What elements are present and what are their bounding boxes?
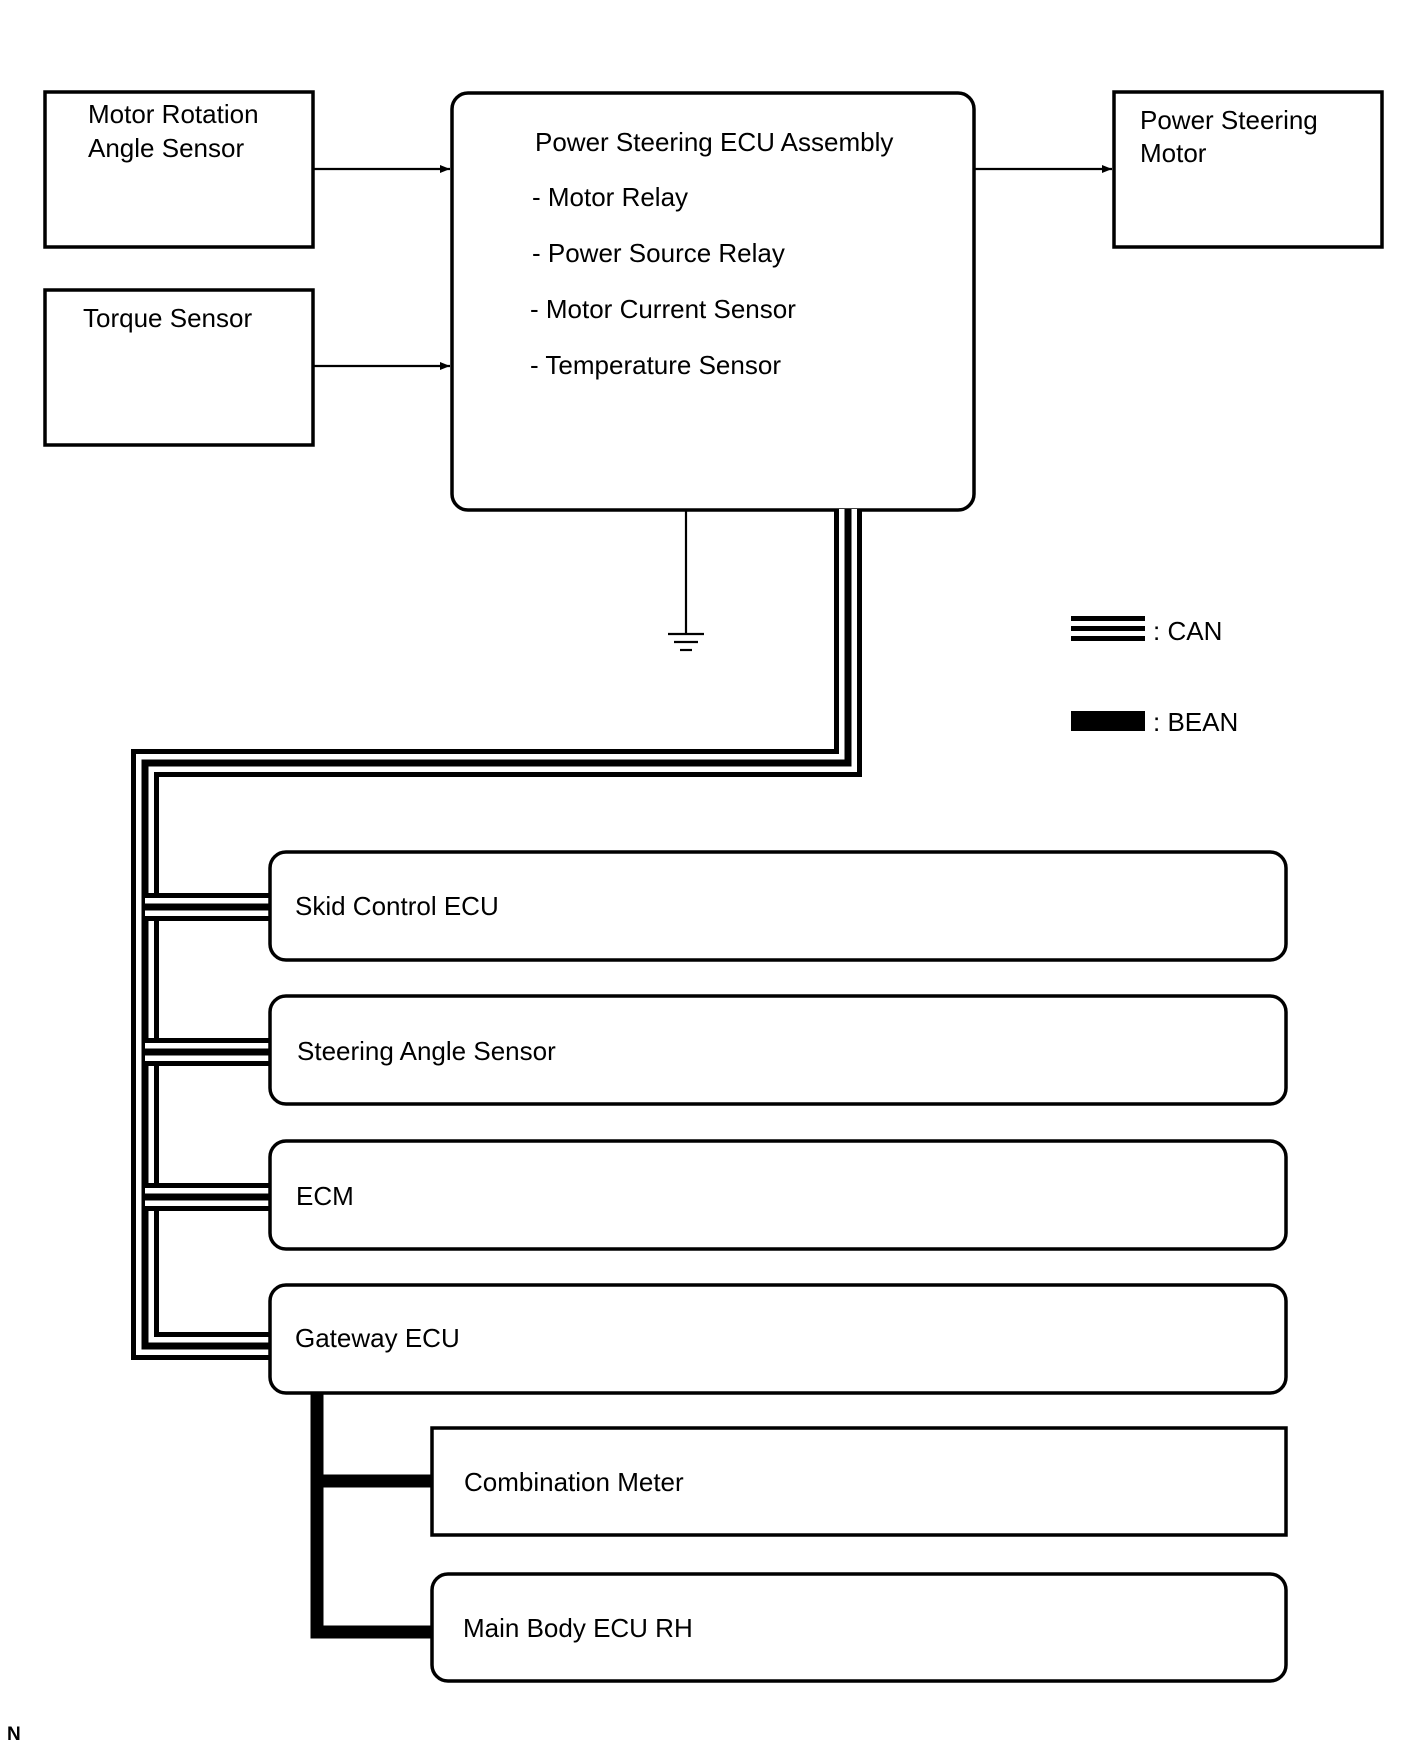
- legend-can-symbol: [1071, 616, 1145, 641]
- power-steering-motor-label-line-2: Motor: [1140, 138, 1207, 168]
- torque-sensor-box: Torque Sensor: [43, 288, 315, 447]
- power-steering-motor-label-line-1: Power Steering: [1140, 105, 1318, 135]
- motor-rotation-angle-sensor-label-line-1: Motor Rotation: [88, 99, 259, 129]
- ground-icon: [668, 510, 704, 652]
- legend-bean-label: : BEAN: [1153, 707, 1238, 737]
- torque-sensor-label: Torque Sensor: [83, 303, 252, 333]
- bean-bus-lines: [310, 1391, 432, 1639]
- ecm-box: ECM: [268, 1139, 1288, 1251]
- steering-angle-sensor-box: Steering Angle Sensor: [268, 994, 1288, 1106]
- can-bus-lines: [131, 509, 862, 1360]
- gateway-ecu-box: Gateway ECU: [268, 1283, 1288, 1395]
- main-body-ecu-rh-box: Main Body ECU RH: [430, 1572, 1288, 1683]
- power-steering-ecu-assembly-box: Power Steering ECU Assembly - Motor Rela…: [450, 91, 976, 512]
- motor-rotation-angle-sensor-box: Motor Rotation Angle Sensor: [43, 90, 315, 249]
- combination-meter-label: Combination Meter: [464, 1467, 684, 1497]
- legend: : CAN : BEAN: [1071, 616, 1238, 737]
- gateway-ecu-label: Gateway ECU: [295, 1323, 460, 1353]
- ecu-item-temperature-sensor: - Temperature Sensor: [530, 350, 781, 380]
- power-steering-motor-box: Power Steering Motor: [1112, 90, 1384, 249]
- motor-rotation-angle-sensor-label-line-2: Angle Sensor: [88, 133, 244, 163]
- legend-bean-symbol: [1071, 711, 1145, 731]
- ecu-assembly-title: Power Steering ECU Assembly: [535, 127, 893, 157]
- combination-meter-box: Combination Meter: [430, 1426, 1288, 1537]
- ecu-item-motor-relay: - Motor Relay: [532, 182, 688, 212]
- ecu-item-power-source-relay: - Power Source Relay: [532, 238, 785, 268]
- legend-can-label: : CAN: [1153, 616, 1222, 646]
- ecu-item-motor-current-sensor: - Motor Current Sensor: [530, 294, 796, 324]
- skid-control-ecu-box: Skid Control ECU: [268, 850, 1288, 962]
- ecm-label: ECM: [296, 1181, 354, 1211]
- steering-angle-sensor-label: Steering Angle Sensor: [297, 1036, 556, 1066]
- main-body-ecu-rh-label: Main Body ECU RH: [463, 1613, 693, 1643]
- skid-control-ecu-label: Skid Control ECU: [295, 891, 499, 921]
- corner-mark: N: [7, 1724, 21, 1745]
